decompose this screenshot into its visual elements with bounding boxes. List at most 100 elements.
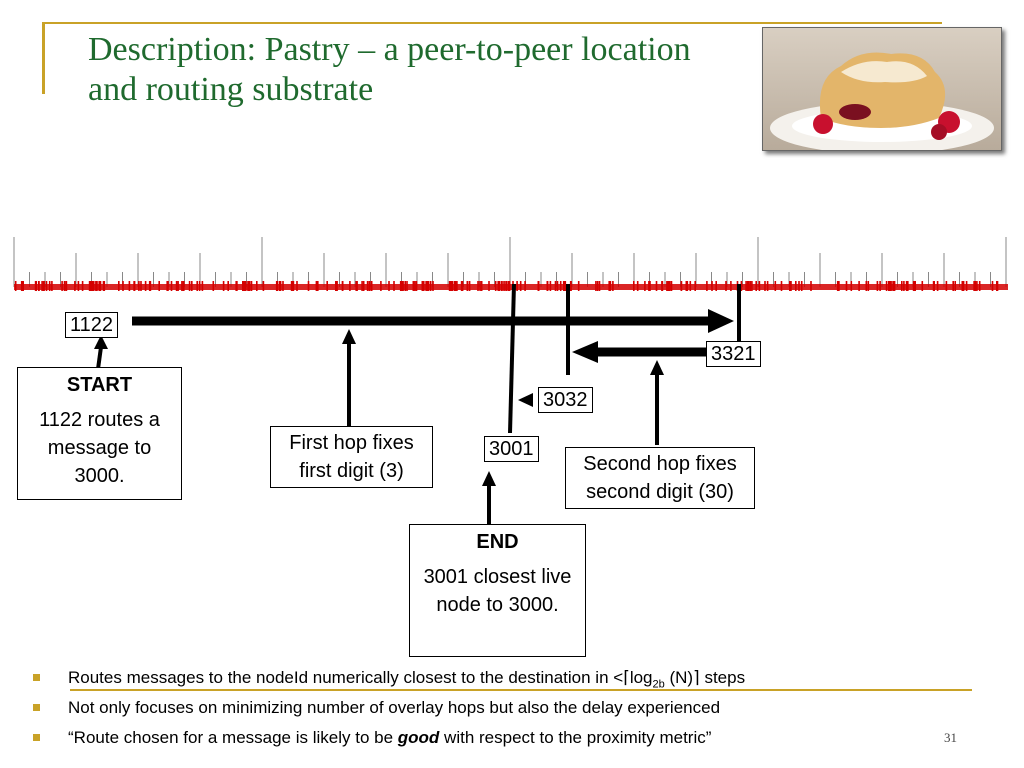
node-id-mark (945, 281, 948, 291)
node-id-mark (905, 281, 908, 291)
node-id-mark (48, 281, 51, 291)
node-id-mark (63, 281, 66, 291)
node-id-mark (242, 281, 244, 291)
ceiling-open: ⌈ (623, 668, 630, 688)
node-id-mark (144, 281, 147, 291)
node-id-mark (361, 281, 363, 291)
node-id-mark (245, 281, 247, 291)
node-id-mark (608, 281, 610, 291)
node-id-mark (685, 281, 688, 291)
node-id-mark (315, 281, 318, 291)
node-id-mark (278, 281, 281, 291)
node-id-mark (907, 281, 909, 291)
first-hop-pointer-head (342, 329, 356, 344)
hop1-arrowhead (708, 309, 734, 333)
node-id-mark (892, 281, 895, 291)
node-id-mark (850, 281, 853, 291)
node-id-mark (837, 281, 840, 291)
node-id-mark (103, 281, 106, 291)
node-id-mark (670, 281, 673, 291)
node-id-mark (885, 281, 888, 291)
node-id-mark (74, 281, 76, 291)
node-id-mark (248, 281, 251, 291)
node-id-mark (962, 281, 965, 291)
node-id-mark (356, 281, 358, 291)
node-id-mark (98, 281, 100, 291)
node-id-mark (901, 281, 903, 291)
node-id-mark (745, 281, 747, 291)
node-id-mark (35, 281, 37, 291)
node-id-mark (766, 281, 769, 291)
node-id-mark (388, 281, 390, 291)
node-id-mark (914, 281, 916, 291)
node-id-mark (519, 281, 522, 291)
node-id-mark (974, 281, 977, 291)
node-1122: 1122 (65, 312, 119, 338)
node-id-mark (191, 281, 193, 291)
node-id-mark (748, 281, 750, 291)
node-id-mark (867, 281, 870, 291)
node-id-mark (296, 281, 298, 291)
node-id-mark (335, 281, 337, 291)
node-id-mark (865, 281, 868, 291)
node-id-mark (845, 281, 848, 291)
node-id-mark (412, 281, 415, 291)
node-id-mark (51, 281, 53, 291)
bullet-text-end: steps (699, 668, 746, 687)
node-id-mark (996, 281, 999, 291)
start-pointer-head (94, 335, 108, 349)
end-description: 3001 closest live node to 3000. (423, 566, 572, 616)
node-id-mark (422, 281, 425, 291)
ceiling-close: ⌉ (693, 668, 700, 688)
node-id-mark (746, 281, 749, 291)
bullet-separator-rule (70, 689, 972, 691)
node-id-mark (903, 281, 905, 291)
node-id-mark (751, 281, 753, 291)
bullet-marker (33, 674, 40, 681)
node-id-mark (181, 281, 183, 291)
node-id-mark (250, 281, 253, 291)
log-base: 2b (652, 678, 665, 691)
node-id-mark (158, 281, 160, 291)
node-id-mark (479, 281, 481, 291)
node-id-mark (879, 281, 881, 291)
node-id-mark (680, 281, 683, 291)
start-description: 1122 routes a message to 3000. (39, 409, 160, 487)
node-id-mark (247, 281, 249, 291)
node-id-mark (399, 281, 402, 291)
node-id-mark (262, 281, 265, 291)
node-id-mark (648, 281, 650, 291)
node-id-mark (450, 281, 453, 291)
node-id-mark (798, 281, 800, 291)
node-id-mark (516, 281, 518, 291)
node-id-mark (564, 281, 567, 291)
node-id-mark (425, 281, 427, 291)
node-id-mark (93, 281, 95, 291)
node-id-mark (893, 281, 896, 291)
node-id-mark (810, 281, 812, 291)
node-id-mark (282, 281, 284, 291)
node-id-mark (461, 281, 464, 291)
node-id-mark (326, 281, 328, 291)
bullet-item: “Route chosen for a message is likely to… (30, 725, 990, 755)
node-id-mark (800, 281, 803, 291)
node-id-mark (644, 281, 646, 291)
node-id-mark (118, 281, 120, 291)
bullet-text: “Route chosen for a message is likely to… (68, 728, 398, 747)
node-id-mark (889, 281, 891, 291)
node-id-mark (317, 281, 319, 291)
node-id-mark (764, 281, 766, 291)
node-id-mark (596, 281, 599, 291)
node-id-mark (789, 281, 791, 291)
node-id-mark (243, 281, 246, 291)
node-id-mark (755, 281, 757, 291)
node-id-mark (609, 281, 612, 291)
node-id-mark (480, 281, 483, 291)
node-id-mark (140, 281, 142, 291)
node-id-mark (730, 281, 732, 291)
node-id-mark (256, 281, 258, 291)
node-id-mark (562, 281, 565, 291)
node-id-mark (546, 281, 549, 291)
node-id-mark (227, 281, 229, 291)
node-id-mark (477, 281, 479, 291)
